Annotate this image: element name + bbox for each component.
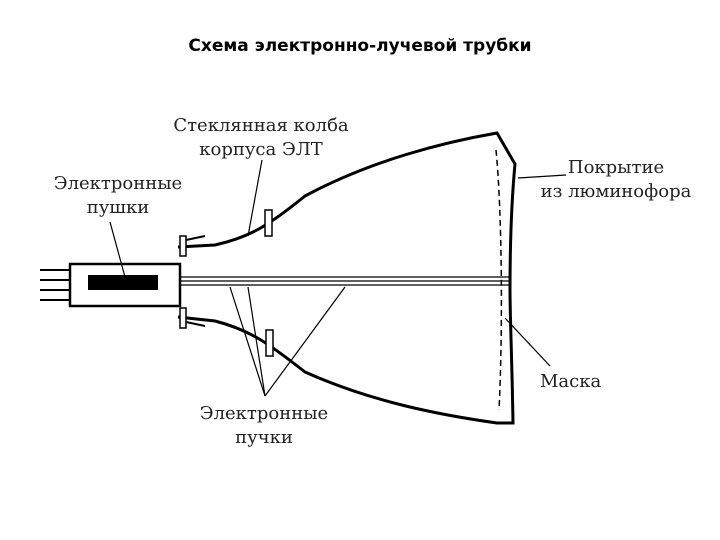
label-mask: Маска bbox=[540, 371, 602, 392]
deflection-plate-bottom bbox=[265, 329, 274, 357]
label-electron-beams-line1: Электронные bbox=[199, 403, 329, 424]
electron-beams bbox=[180, 276, 510, 286]
leader-phosphor bbox=[517, 174, 567, 179]
label-glass-bulb-line1: Стеклянная колба bbox=[173, 115, 349, 136]
label-electron-guns: Электронные пушки bbox=[40, 172, 196, 220]
label-phosphor-line2: из люминофора bbox=[540, 181, 692, 202]
deflection-plate-top bbox=[264, 209, 273, 237]
leader-beam-3 bbox=[264, 286, 346, 397]
electron-gun bbox=[88, 275, 158, 290]
label-phosphor-line1: Покрытие bbox=[567, 157, 665, 178]
tube-outline bbox=[177, 131, 517, 291]
shadow-mask bbox=[495, 149, 503, 411]
leader-mask bbox=[504, 317, 551, 367]
label-electron-guns-line1: Электронные bbox=[53, 173, 183, 194]
label-electron-beams-line2: пучки bbox=[235, 427, 293, 448]
leader-glass-bulb bbox=[247, 159, 263, 237]
diagram-title: Схема электронно-лучевой трубки bbox=[188, 36, 532, 56]
deflection-yoke-bottom-left bbox=[179, 307, 187, 329]
connector-pins bbox=[40, 269, 70, 301]
label-phosphor: Покрытие из люминофора bbox=[532, 156, 700, 204]
label-glass-bulb: Стеклянная колба корпуса ЭЛТ bbox=[152, 114, 370, 162]
tube-outline-bottom bbox=[177, 289, 515, 425]
label-electron-guns-line2: пушки bbox=[86, 197, 150, 218]
label-electron-beams: Электронные пучки bbox=[186, 402, 342, 450]
leader-beam-2 bbox=[247, 286, 266, 397]
label-glass-bulb-line2: корпуса ЭЛТ bbox=[199, 139, 323, 160]
leader-electron-guns bbox=[109, 221, 126, 278]
leader-beam-1 bbox=[229, 286, 266, 397]
deflection-yoke-top-left bbox=[179, 235, 187, 257]
